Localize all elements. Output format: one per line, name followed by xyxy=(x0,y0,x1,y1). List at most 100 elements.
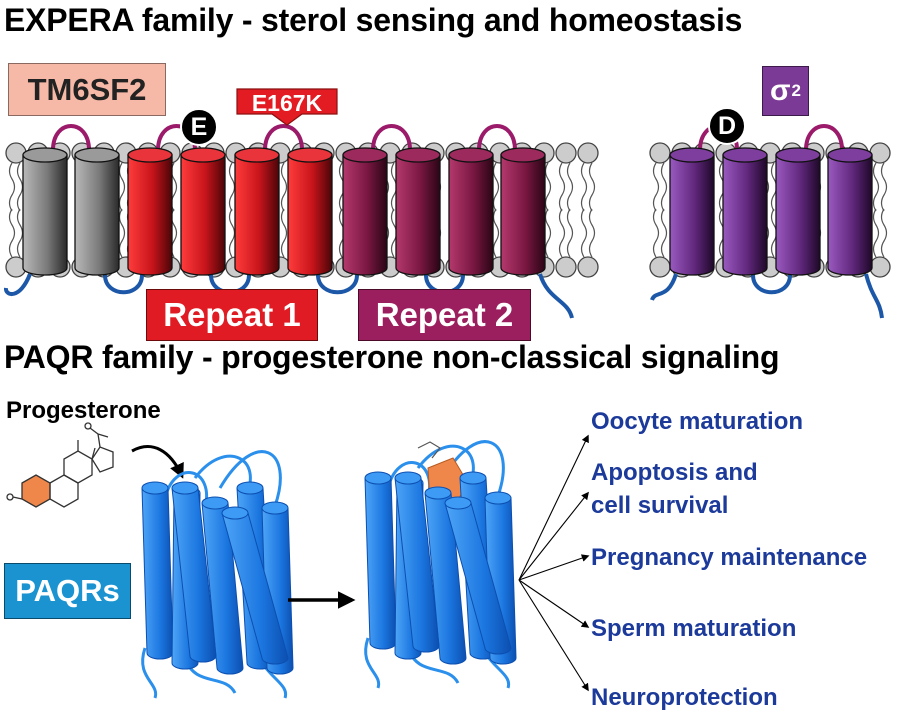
repeat-2-label: Repeat 2 xyxy=(358,289,531,341)
tm6sf2-helix-body xyxy=(234,154,280,276)
tm6sf2-extracellular-loop xyxy=(371,124,412,151)
paqr-bound-tm-helix xyxy=(394,477,440,653)
sigma2-c-terminus xyxy=(864,273,884,319)
tm6sf2-lipid-tail xyxy=(118,208,126,258)
tm6sf2-lipid-tail xyxy=(280,162,288,212)
tm6sf2-lipid-tail xyxy=(228,162,236,212)
paqr-apo-tm-helix-cap xyxy=(141,481,169,495)
paqr-apo-tm-helix-cap xyxy=(201,496,229,510)
tm6sf2-lipid-tail xyxy=(8,162,16,212)
sigma2-lipid-tail xyxy=(880,162,888,212)
tm6sf2-helix-cap xyxy=(22,147,68,163)
outcome-apoptosis: Apoptosis and cell survival xyxy=(591,459,758,519)
tm6sf2-helix-cap xyxy=(448,147,494,163)
paqr-bound-tm-helix-cap xyxy=(484,491,512,505)
sigma2-lipid-tail xyxy=(872,208,880,258)
tm6sf2-lipid-tail xyxy=(580,208,588,258)
binding-arrow xyxy=(131,445,184,479)
sigma2-lipid-head xyxy=(649,256,671,278)
tm6sf2-lipid-tail xyxy=(588,162,596,212)
paqr-apo-tm-helix-cap xyxy=(236,481,264,495)
tm6sf2-extracellular-loop xyxy=(477,124,517,151)
mutation-flag: E167K xyxy=(236,88,338,126)
paqr-apo-loop xyxy=(218,450,282,507)
paqr-bound-tm-helix xyxy=(424,492,467,665)
sigma2-membrane xyxy=(649,124,891,319)
tm6sf2-helix-cap xyxy=(342,147,388,163)
mutation-flag-shape xyxy=(236,88,338,126)
sigma2-lipid-head xyxy=(869,256,891,278)
tm6sf2-extracellular-loop xyxy=(263,124,304,151)
paqr-bound-tm-helix xyxy=(444,502,512,655)
sigma2-helix-cap xyxy=(669,147,715,163)
tm6sf2-lipid-tail xyxy=(544,208,552,258)
tm6sf2-helix-body xyxy=(395,154,441,276)
tm6sf2-helix-cap xyxy=(127,147,173,163)
paqrs-label: PAQRs xyxy=(4,563,131,619)
paqr-bound-loop xyxy=(364,637,381,689)
paqr-apo-loop xyxy=(141,647,158,699)
repeat-1-label: Repeat 1 xyxy=(146,289,318,341)
tm6sf2-helix-cap xyxy=(500,147,546,163)
paqr-apo-tm-helix xyxy=(141,487,174,660)
sigma-subscript: 2 xyxy=(791,81,801,100)
paqr-heading: PAQR family - progesterone non-classical… xyxy=(4,339,780,375)
tm6sf2-n-terminus xyxy=(4,273,32,296)
paqr-receptor-bound xyxy=(364,440,517,689)
sigma-symbol: σ xyxy=(770,74,791,107)
tm6sf2-lipid-tail xyxy=(16,162,24,212)
residue-d-marker: D xyxy=(708,107,746,145)
paqr-bound-tm-helix-cap xyxy=(424,486,452,500)
sigma2-lipid-tail xyxy=(652,162,660,212)
expera-heading: EXPERA family - sterol sensing and homeo… xyxy=(4,2,743,38)
tm6sf2-lipid-head xyxy=(555,142,577,164)
tm6sf2-lipid-tail xyxy=(118,162,126,212)
tm6sf2-helix-body xyxy=(180,154,226,276)
tm6sf2-lipid-tail xyxy=(566,162,574,212)
tm6sf2-helix-cap xyxy=(74,147,120,163)
sigma2-lipid-head xyxy=(649,142,671,164)
tm6sf2-helix-body xyxy=(127,154,173,276)
sigma2-helix-cap xyxy=(827,147,873,163)
sigma2-lipid-tail xyxy=(660,208,668,258)
tm6sf2-lipid-tail xyxy=(580,162,588,212)
paqr-apo-loop xyxy=(163,471,209,509)
sigma2-lipid-tail xyxy=(872,162,880,212)
outcome-arrows xyxy=(518,434,590,692)
tm6sf2-helix-body xyxy=(448,154,494,276)
sigma2-helix-cap xyxy=(775,147,821,163)
tm6sf2-lipid-tail xyxy=(566,208,574,258)
outcome-neuroprotection: Neuroprotection xyxy=(591,684,778,711)
paqr-receptor-apo xyxy=(141,450,294,699)
tm6sf2-label: TM6SF2 xyxy=(8,63,166,116)
sigma2-n-terminus xyxy=(650,273,678,301)
sigma2-helix-body xyxy=(722,154,768,276)
tm6sf2-helix-body xyxy=(22,154,68,276)
tm6sf2-helix-cap xyxy=(234,147,280,163)
sigma2-helix-body xyxy=(669,154,715,276)
tm6sf2-lipid-tail xyxy=(558,208,566,258)
tm6sf2-extracellular-loop xyxy=(51,124,91,151)
sigma2-helix-body xyxy=(827,154,873,276)
sigma2-extracellular-loop xyxy=(804,124,844,151)
tm6sf2-helix-body xyxy=(287,154,333,276)
tm6sf2-lipid-tail xyxy=(558,162,566,212)
tm6sf2-helix-body xyxy=(74,154,120,276)
sigma2-intracellular-loop xyxy=(751,274,792,295)
paqr-bound-tm-helix-cap xyxy=(444,496,472,510)
tm6sf2-lipid-tail xyxy=(8,208,16,258)
tm6sf2-lipid-tail xyxy=(492,162,500,212)
tm6sf2-lipid-head xyxy=(577,256,599,278)
tm6sf2-helix-cap xyxy=(395,147,441,163)
progesterone-label: Progesterone xyxy=(6,397,161,424)
sigma2-helix-body xyxy=(775,154,821,276)
tm6sf2-lipid-tail xyxy=(544,162,552,212)
sigma2-helix-cap xyxy=(722,147,768,163)
paqr-bound-tm-helix-cap xyxy=(459,471,487,485)
tm6sf2-intracellular-loop xyxy=(316,274,359,295)
tm6sf2-lipid-tail xyxy=(280,208,288,258)
tm6sf2-lipid-tail xyxy=(228,208,236,258)
residue-e-marker: E xyxy=(180,108,218,146)
